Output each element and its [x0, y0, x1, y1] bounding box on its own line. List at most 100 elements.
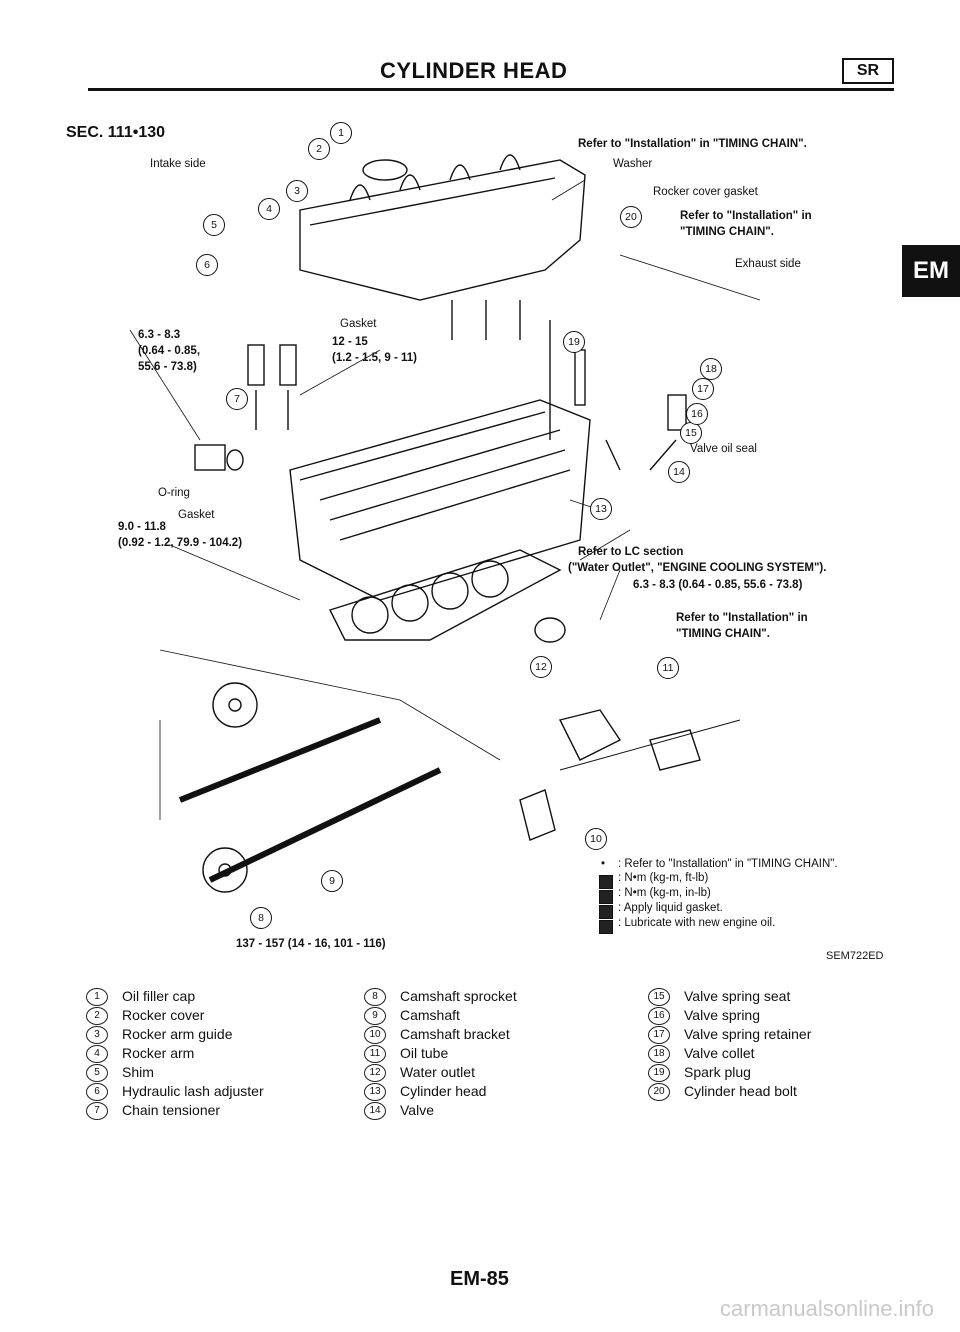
header-rule [88, 88, 894, 91]
legend-num: 20 [648, 1083, 670, 1102]
torque-a-line1: 6.3 - 8.3 [138, 329, 181, 341]
legend-num: 6 [86, 1083, 108, 1102]
legend-item: 13 Cylinder head [364, 1083, 517, 1102]
legend-label: Chain tensioner [122, 1102, 221, 1118]
callout-9: 9 [321, 870, 343, 892]
legend-num: 3 [86, 1026, 108, 1045]
callout-17: 17 [692, 378, 714, 400]
ref-lc-line1: Refer to LC section [578, 546, 684, 558]
washer-label: Washer [613, 158, 653, 170]
page-title: CYLINDER HEAD [380, 58, 568, 83]
legend-label: Cylinder head bolt [684, 1083, 797, 1099]
gasket-label-1: Gasket [340, 318, 377, 330]
callout-10: 10 [585, 828, 607, 850]
legend-num: 13 [364, 1083, 386, 1102]
legend-num: 18 [648, 1045, 670, 1064]
callout-2: 2 [308, 138, 330, 160]
exhaust-side-label: Exhaust side [735, 258, 801, 270]
legend-item: 12 Water outlet [364, 1064, 517, 1083]
legend-label: Rocker arm [122, 1045, 195, 1061]
callout-8: 8 [250, 907, 272, 929]
legend-label: Valve spring seat [684, 988, 791, 1004]
callout-6: 6 [196, 254, 218, 276]
callout-13: 13 [590, 498, 612, 520]
legend-item: 15 Valve spring seat [648, 988, 811, 1007]
key-item-1: : Refer to "Installation" in "TIMING CHA… [618, 858, 838, 870]
legend-label: Cylinder head [400, 1083, 487, 1099]
legend-num: 2 [86, 1007, 108, 1026]
liquid-gasket-icon [599, 904, 613, 919]
key-dot-icon: • [601, 858, 606, 870]
callout-1: 1 [330, 122, 352, 144]
torque-a-line3: 55.6 - 73.8) [138, 361, 197, 373]
torque-e: 137 - 157 (14 - 16, 101 - 116) [236, 938, 386, 950]
legend-num: 4 [86, 1045, 108, 1064]
ref-timing-3-line2: "TIMING CHAIN". [676, 628, 770, 640]
watermark: carmanualsonline.info [720, 1296, 935, 1321]
legend-item: 6 Hydraulic lash adjuster [86, 1083, 264, 1102]
legend-item: 5 Shim [86, 1064, 264, 1083]
legend-item: 7 Chain tensioner [86, 1102, 264, 1121]
torque-a-line2: (0.64 - 0.85, [138, 345, 201, 357]
torque-ftlb-icon [599, 874, 613, 889]
callout-11: 11 [657, 657, 679, 679]
section-code: SEC. 111•130 [66, 124, 166, 141]
exploded-diagram [129, 154, 761, 893]
legend-label: Shim [122, 1064, 154, 1080]
legend-num: 11 [364, 1045, 386, 1064]
callout-5: 5 [203, 214, 225, 236]
legend-label: Valve spring retainer [684, 1026, 812, 1042]
torque-d: 6.3 - 8.3 (0.64 - 0.85, 55.6 - 73.8) [633, 579, 803, 591]
callout-4: 4 [258, 198, 280, 220]
ref-lc-line2: ("Water Outlet", "ENGINE COOLING SYSTEM"… [568, 562, 827, 574]
legend-num: 7 [86, 1102, 108, 1121]
legend-num: 10 [364, 1026, 386, 1045]
ref-timing-3-line1: Refer to "Installation" in [676, 612, 808, 624]
rocker-cover-gasket-label: Rocker cover gasket [653, 186, 758, 198]
legend-item: 20 Cylinder head bolt [648, 1083, 811, 1102]
ref-timing-1: Refer to "Installation" in "TIMING CHAIN… [578, 138, 807, 150]
ref-timing-2-line1: Refer to "Installation" in [680, 210, 812, 222]
legend-num: 15 [648, 988, 670, 1007]
legend-label: Valve [400, 1102, 434, 1118]
legend-item: 4 Rocker arm [86, 1045, 264, 1064]
torque-b-line2: (1.2 - 1.5, 9 - 11) [332, 352, 418, 364]
callout-19: 19 [563, 331, 585, 353]
page-number: EM-85 [450, 1268, 509, 1290]
legend-label: Camshaft [400, 1007, 460, 1023]
torque-b-line1: 12 - 15 [332, 336, 368, 348]
legend-label: Camshaft sprocket [400, 988, 517, 1004]
legend-num: 1 [86, 988, 108, 1007]
torque-inlb-icon [599, 889, 613, 904]
engine-badge: SR [842, 58, 894, 84]
legend-label: Valve spring [684, 1007, 761, 1023]
callout-12: 12 [530, 656, 552, 678]
torque-c-line1: 9.0 - 11.8 [118, 521, 166, 533]
key-item-5: : Lubricate with new engine oil. [618, 917, 776, 929]
legend-num: 12 [364, 1064, 386, 1083]
legend-label: Water outlet [400, 1064, 475, 1080]
callout-18: 18 [700, 358, 722, 380]
intake-side-label: Intake side [150, 158, 206, 170]
legend-label: Oil tube [400, 1045, 449, 1061]
key-item-4: : Apply liquid gasket. [618, 902, 723, 914]
legend-num: 5 [86, 1064, 108, 1083]
legend-label: Camshaft bracket [400, 1026, 510, 1042]
legend-num: 14 [364, 1102, 386, 1121]
legend-item: 11 Oil tube [364, 1045, 517, 1064]
gasket-label-2: Gasket [178, 509, 215, 521]
callout-20: 20 [620, 206, 642, 228]
figure-code: SEM722ED [826, 950, 884, 962]
key-item-3: : N•m (kg-m, in-lb) [618, 887, 711, 899]
legend-label: Hydraulic lash adjuster [122, 1083, 264, 1099]
torque-c-line2: (0.92 - 1.2, 79.9 - 104.2) [118, 537, 243, 549]
oil-can-icon [599, 919, 613, 934]
callout-14: 14 [668, 461, 690, 483]
